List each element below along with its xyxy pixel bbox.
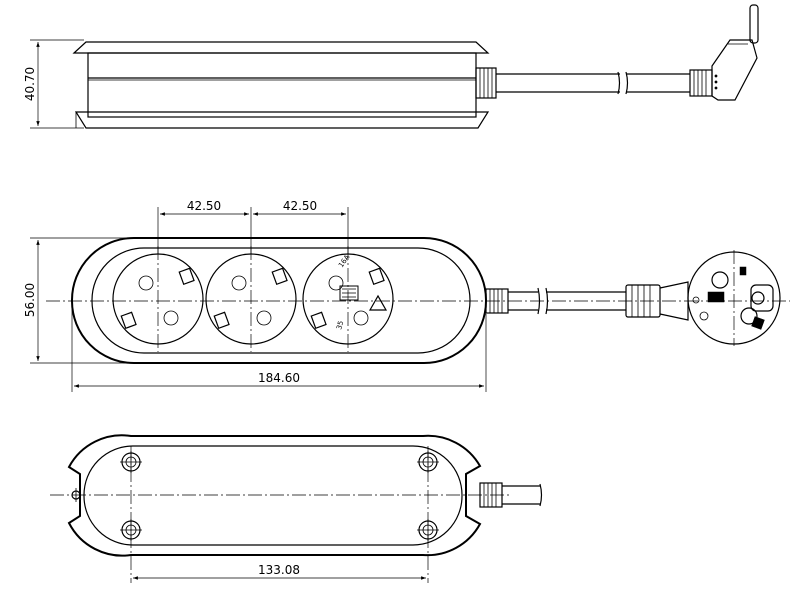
- socket-rating-b: 35: [335, 320, 345, 331]
- dim-socket-pitch-1: 42.50: [157, 199, 252, 254]
- dim-hole-spacing-label: 133.08: [258, 563, 300, 577]
- dim-body-length-label: 184.60: [258, 371, 300, 385]
- top-strain-relief: [485, 288, 509, 314]
- top-inner-cover: [91, 247, 471, 354]
- side-bottom-base: [74, 111, 490, 129]
- bottom-inner-plate: [83, 445, 463, 546]
- socket-rating-a: 16A: [337, 253, 352, 269]
- dim-body-height-label: 56.00: [23, 283, 37, 317]
- side-strain-relief: [475, 67, 497, 99]
- bottom-view: 133.08: [50, 434, 543, 583]
- certification-mark: [339, 285, 359, 301]
- top-plug-face: [687, 250, 781, 346]
- side-plug: [711, 4, 759, 101]
- top-outer-body: [71, 237, 487, 364]
- side-view: 40.70: [23, 4, 759, 129]
- socket-3: 16A 35: [302, 246, 394, 352]
- dim-body-height: 56.00: [23, 237, 134, 364]
- bottom-outer-body: [67, 434, 482, 557]
- socket-1: [112, 246, 204, 352]
- dim-socket-pitch-2: 42.50: [252, 199, 349, 254]
- dim-body-length: 184.60: [71, 300, 487, 392]
- side-top-cap: [72, 41, 490, 54]
- side-body: [87, 52, 477, 118]
- plug-earth-clip: [750, 284, 774, 312]
- side-plug-relief: [689, 69, 713, 97]
- dim-socket-pitch-2-label: 42.50: [283, 199, 317, 213]
- dim-socket-pitch-1-label: 42.50: [187, 199, 221, 213]
- top-view: 16A 35: [23, 199, 790, 392]
- bottom-strain-relief: [479, 482, 503, 508]
- dim-hole-spacing: 133.08: [133, 563, 426, 580]
- socket-2: [205, 246, 297, 352]
- dim-side-height-label: 40.70: [23, 67, 37, 101]
- warning-triangle-icon: [368, 294, 388, 311]
- dim-side-height: 40.70: [23, 39, 84, 129]
